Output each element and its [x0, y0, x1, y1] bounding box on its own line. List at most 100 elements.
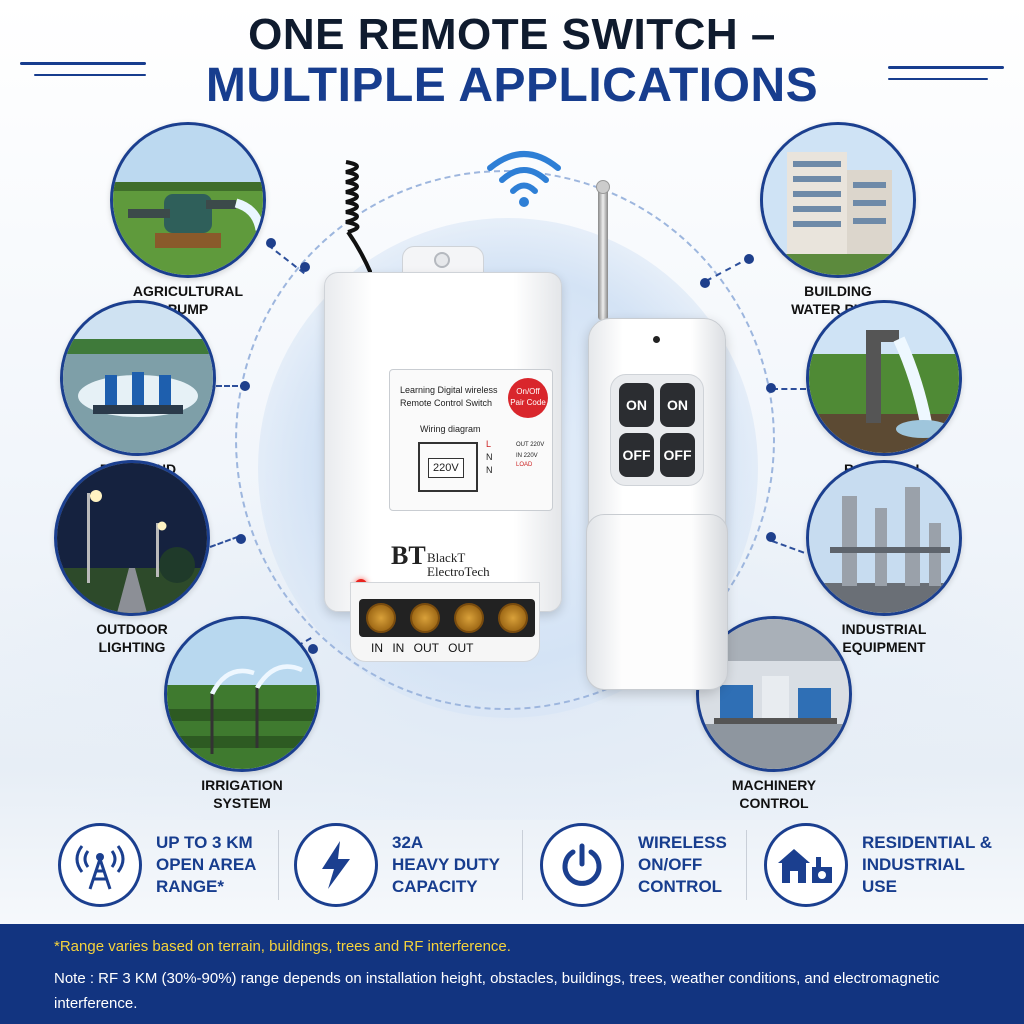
terminal-text: IN IN OUT OUT — [371, 641, 474, 655]
app-label: LIGHTING — [98, 639, 166, 655]
receiver-label-line-2: Remote Control Switch — [400, 398, 493, 408]
screw-icon — [366, 603, 396, 633]
brand-mark: BT — [391, 541, 426, 570]
in-label: IN 220V — [516, 453, 538, 459]
feature-text: OPEN AREA — [156, 855, 257, 874]
connector-dot — [744, 254, 754, 264]
title-line-1: ONE REMOTE SWITCH – — [248, 10, 776, 59]
app-label: CONTROL — [739, 795, 809, 811]
brand-line-2: ElectroTech — [427, 564, 490, 579]
app-label: INDUSTRIAL — [841, 621, 927, 637]
terminal-n2: N — [486, 465, 493, 475]
borewell-motor-image — [806, 300, 962, 456]
app-irrigation-system: IRRIGATION SYSTEM — [164, 616, 320, 812]
connector-dot — [266, 238, 276, 248]
title-rule-right-2 — [888, 78, 988, 80]
remote-led — [653, 336, 660, 343]
on-button-1[interactable]: ON — [619, 383, 654, 427]
out-label: OUT 220V — [516, 442, 545, 448]
connector-dot — [236, 534, 246, 544]
receiver-label-line-1: Learning Digital wireless — [400, 385, 498, 395]
screw-icon — [410, 603, 440, 633]
app-label: AGRICULTURAL — [132, 283, 244, 299]
connector — [772, 388, 806, 390]
feature-text: UP TO 3 KM — [156, 833, 253, 852]
app-label: SYSTEM — [213, 795, 271, 811]
connector-dot — [766, 532, 776, 542]
feature-text: RESIDENTIAL & — [862, 833, 993, 852]
on-button-2[interactable]: ON — [660, 383, 695, 427]
terminal-l: L — [486, 439, 492, 449]
feature-text: WIRELESS — [638, 833, 727, 852]
pair-label-line-1: On/Off — [516, 387, 540, 396]
app-industrial-equipment: INDUSTRIAL EQUIPMENT — [806, 460, 962, 656]
title-rule-left-2 — [34, 74, 146, 76]
terminal-screws — [359, 599, 535, 637]
feature-divider — [522, 830, 523, 900]
building-water-pump-image — [760, 122, 916, 278]
brand-line-1: BlackT — [427, 550, 466, 565]
connector-dot — [766, 383, 776, 393]
app-label: BUILDING — [804, 283, 872, 299]
remote-keypad: ON ON OFF OFF — [610, 374, 704, 486]
screw-icon — [498, 603, 528, 633]
out-in-labels: OUT 220V IN 220V LOAD — [516, 442, 544, 469]
footer-bar: *Range varies based on terrain, building… — [0, 924, 1024, 1024]
feature-capacity: 32A HEAVY DUTY CAPACITY — [294, 820, 500, 910]
title-rule-right-1 — [888, 66, 1004, 69]
app-label: OUTDOOR — [96, 621, 168, 637]
app-label: IRRIGATION — [201, 777, 283, 793]
agricultural-pump-image — [110, 122, 266, 278]
connector-dot — [240, 381, 250, 391]
connector-dot — [308, 644, 318, 654]
feature-text: RANGE* — [156, 877, 225, 896]
feature-range: UP TO 3 KM OPEN AREA RANGE* — [58, 820, 256, 910]
wiring-diagram-title: Wiring diagram — [420, 424, 481, 434]
fish-pond-aerator-image — [60, 300, 216, 456]
feature-text: 32A — [392, 833, 424, 852]
off-button-1[interactable]: OFF — [619, 433, 654, 477]
range-footnote: *Range varies based on terrain, building… — [54, 938, 511, 955]
title-rule-left-1 — [20, 62, 146, 65]
load-label: LOAD — [516, 462, 533, 468]
center-ring — [235, 170, 775, 710]
wifi-icon — [487, 151, 561, 207]
connector-dot — [700, 278, 710, 288]
irrigation-system-image — [164, 616, 320, 772]
feature-text: ON/OFF — [638, 855, 703, 874]
industrial-equipment-image — [806, 460, 962, 616]
app-outdoor-lighting: OUTDOOR LIGHTING — [54, 460, 210, 656]
house-factory-icon — [764, 823, 848, 907]
remote-control: ON ON OFF OFF — [586, 318, 728, 690]
title-line-2: MULTIPLE APPLICATIONS — [205, 59, 819, 112]
terminal-n1: N — [486, 452, 493, 462]
remote-antenna — [598, 186, 608, 320]
tower-icon — [58, 823, 142, 907]
outdoor-lighting-image — [54, 460, 210, 616]
app-label: EQUIPMENT — [842, 639, 926, 655]
feature-text: CAPACITY — [392, 877, 478, 896]
feature-text: CONTROL — [638, 877, 723, 896]
off-button-2[interactable]: OFF — [660, 433, 695, 477]
app-label: MACHINERY — [731, 777, 817, 793]
receiver-mount-hole — [434, 252, 450, 268]
feature-divider — [746, 830, 747, 900]
connector-dot — [300, 262, 310, 272]
terminal-block: IN IN OUT OUT — [350, 582, 540, 662]
pair-label-line-2: Pair Code — [510, 398, 546, 407]
feature-text: INDUSTRIAL — [862, 855, 965, 874]
remote-sleeve — [586, 514, 728, 690]
screw-icon — [454, 603, 484, 633]
feature-text: HEAVY DUTY — [392, 855, 501, 874]
feature-wireless: WIRELESS ON/OFF CONTROL — [540, 820, 727, 910]
power-icon — [540, 823, 624, 907]
feature-text: USE — [862, 877, 897, 896]
lightning-icon — [294, 823, 378, 907]
